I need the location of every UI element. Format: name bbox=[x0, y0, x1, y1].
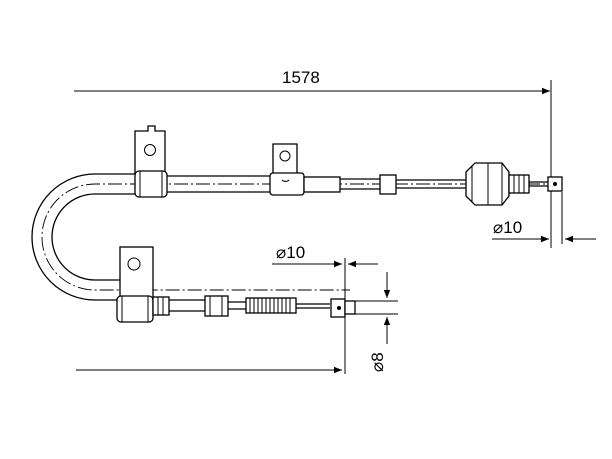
cable-sheath bbox=[31, 173, 562, 301]
middle-bracket bbox=[269, 143, 305, 196]
lower-diameter-label: ⌀10 bbox=[276, 243, 305, 262]
total-length-label: 1578 bbox=[282, 68, 320, 87]
end-diameter-label: ⌀10 bbox=[493, 218, 522, 237]
lower-left-bracket bbox=[116, 246, 154, 323]
upper-cable-segment bbox=[167, 175, 272, 193]
right-end-fitting bbox=[465, 162, 563, 206]
lower-diameter-dimension: ⌀10 bbox=[272, 243, 378, 374]
lower-spring bbox=[245, 297, 330, 314]
end-diameter-dimension: ⌀10 bbox=[492, 192, 596, 244]
upper-left-bracket bbox=[134, 125, 168, 198]
lower-end-diameter-label: ⌀8 bbox=[368, 352, 387, 372]
cable-sleeve bbox=[303, 174, 466, 195]
total-length-dimension: 1578 bbox=[74, 68, 552, 248]
lower-cable-segment bbox=[152, 295, 246, 317]
lower-end-fitting bbox=[330, 298, 356, 318]
lower-end-diameter-dimension: ⌀8 bbox=[355, 272, 398, 372]
